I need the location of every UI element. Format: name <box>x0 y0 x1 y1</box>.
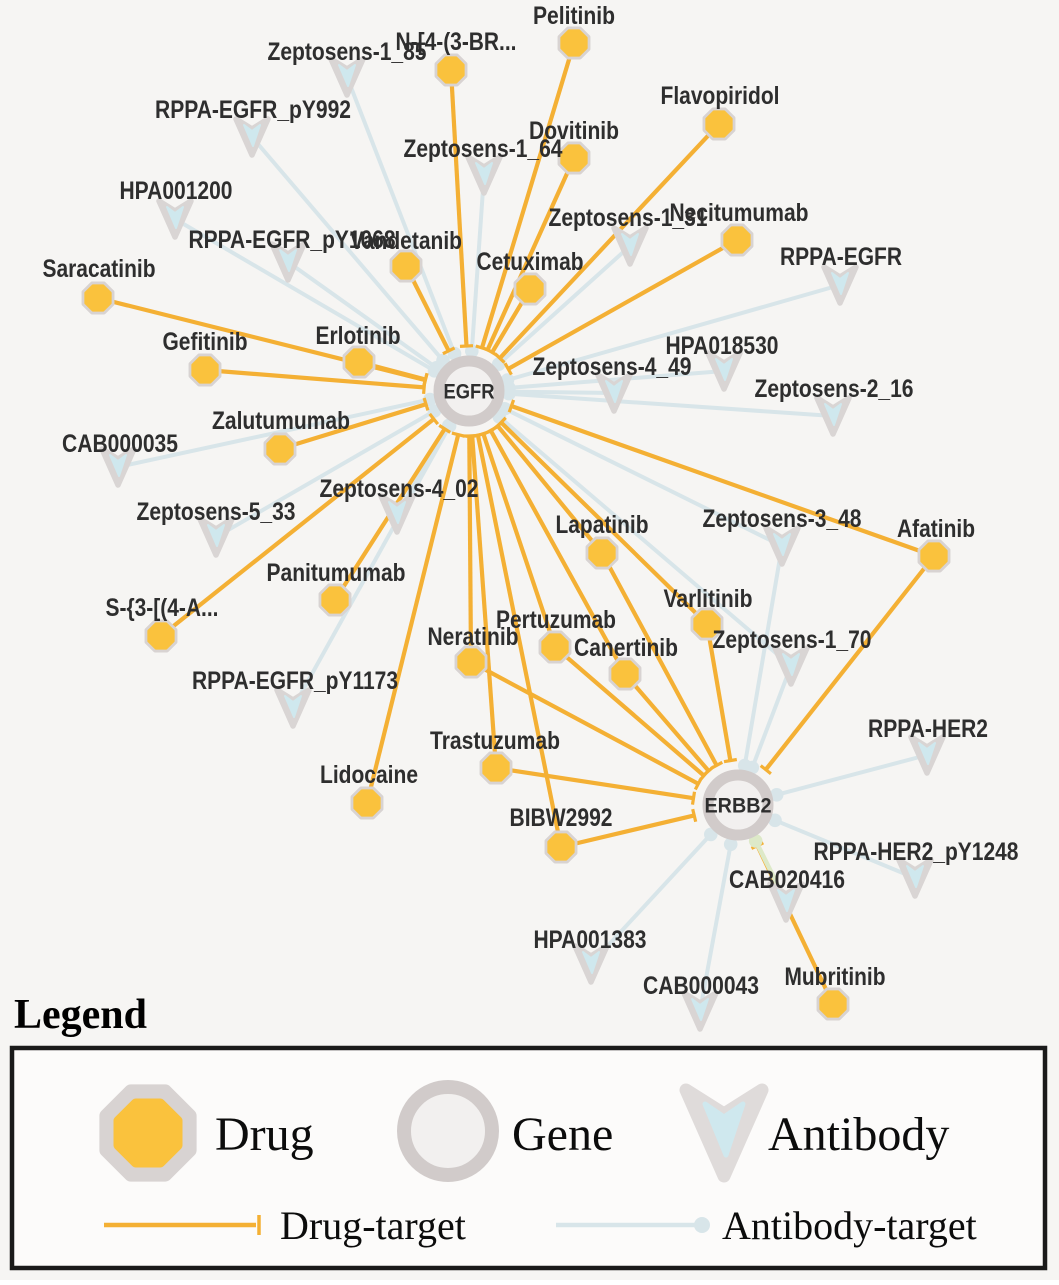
svg-text:Zeptosens-1_85: Zeptosens-1_85 <box>268 38 427 66</box>
svg-text:RPPA-EGFR: RPPA-EGFR <box>780 243 902 271</box>
svg-text:CAB000035: CAB000035 <box>62 430 178 458</box>
svg-text:Zeptosens-4_02: Zeptosens-4_02 <box>320 475 479 503</box>
svg-text:Lidocaine: Lidocaine <box>320 761 418 789</box>
svg-text:Saracatinib: Saracatinib <box>43 255 156 283</box>
svg-text:S-{3-[(4-A...: S-{3-[(4-A... <box>106 594 219 622</box>
svg-text:Pelitinib: Pelitinib <box>533 2 615 30</box>
svg-text:Drug: Drug <box>215 1108 314 1161</box>
svg-text:Gene: Gene <box>512 1108 613 1161</box>
svg-text:Legend: Legend <box>14 992 147 1038</box>
svg-text:Zalutumumab: Zalutumumab <box>212 407 350 435</box>
svg-text:Panitumumab: Panitumumab <box>267 559 406 587</box>
svg-text:CAB020416: CAB020416 <box>729 866 845 894</box>
svg-text:HPA018530: HPA018530 <box>666 332 779 360</box>
svg-text:Dovitinib: Dovitinib <box>529 117 619 145</box>
svg-text:Mubritinib: Mubritinib <box>785 963 886 991</box>
svg-text:Zeptosens-1_70: Zeptosens-1_70 <box>713 626 872 654</box>
svg-text:N-[4-(3-BR...: N-[4-(3-BR... <box>396 28 517 56</box>
svg-text:RPPA-EGFR_pY1173: RPPA-EGFR_pY1173 <box>192 667 398 695</box>
svg-text:Zeptosens-3_48: Zeptosens-3_48 <box>703 505 862 533</box>
svg-text:ERBB2: ERBB2 <box>705 795 772 818</box>
svg-text:Lapatinib: Lapatinib <box>556 511 649 539</box>
svg-text:Flavopiridol: Flavopiridol <box>661 82 780 110</box>
svg-text:Vandetanib: Vandetanib <box>350 227 462 255</box>
svg-text:Erlotinib: Erlotinib <box>316 322 401 350</box>
svg-text:Zeptosens-1_64: Zeptosens-1_64 <box>404 135 563 163</box>
svg-text:HPA001200: HPA001200 <box>120 177 233 205</box>
svg-text:BIBW2992: BIBW2992 <box>510 804 613 832</box>
svg-text:Zeptosens-2_16: Zeptosens-2_16 <box>755 375 914 403</box>
svg-text:Antibody: Antibody <box>768 1108 949 1161</box>
svg-text:HPA001383: HPA001383 <box>534 926 647 954</box>
svg-text:Trastuzumab: Trastuzumab <box>430 727 560 755</box>
svg-text:Zeptosens-1_31: Zeptosens-1_31 <box>549 204 708 232</box>
svg-text:Zeptosens-5_33: Zeptosens-5_33 <box>137 498 296 526</box>
svg-text:RPPA-HER2: RPPA-HER2 <box>868 715 988 743</box>
svg-text:Neratinib: Neratinib <box>428 623 519 651</box>
svg-text:EGFR: EGFR <box>444 381 495 404</box>
svg-text:Gefitinib: Gefitinib <box>163 328 248 356</box>
svg-text:CAB000043: CAB000043 <box>643 972 759 1000</box>
svg-text:Antibody-target: Antibody-target <box>722 1203 977 1248</box>
svg-text:RPPA-EGFR_pY1068: RPPA-EGFR_pY1068 <box>189 226 396 254</box>
svg-text:Afatinib: Afatinib <box>897 515 975 543</box>
svg-text:Necitumumab: Necitumumab <box>670 199 809 227</box>
svg-text:Varlitinib: Varlitinib <box>664 585 753 613</box>
svg-text:Drug-target: Drug-target <box>280 1203 466 1248</box>
svg-text:RPPA-HER2_pY1248: RPPA-HER2_pY1248 <box>814 838 1019 866</box>
svg-text:RPPA-EGFR_pY992: RPPA-EGFR_pY992 <box>155 96 351 124</box>
svg-text:Zeptosens-4_49: Zeptosens-4_49 <box>533 353 692 381</box>
svg-text:Canertinib: Canertinib <box>574 634 678 662</box>
svg-text:Cetuximab: Cetuximab <box>477 248 584 276</box>
svg-text:Pertuzumab: Pertuzumab <box>496 606 616 634</box>
